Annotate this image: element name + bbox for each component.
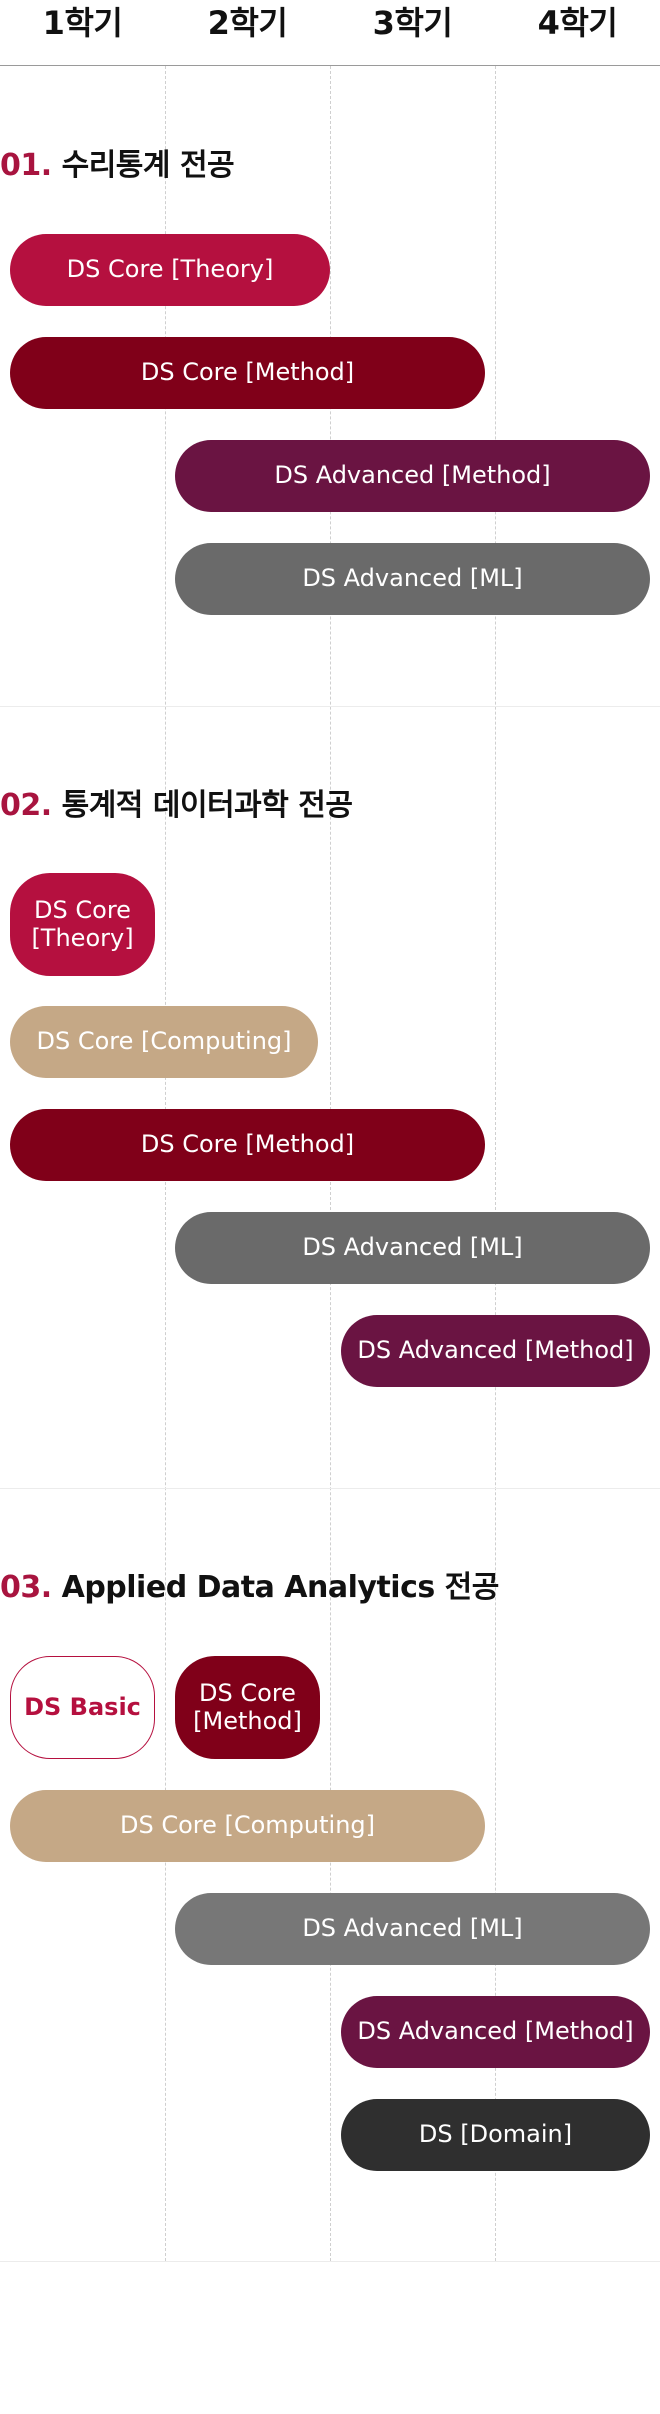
semester-1-label: 1학기 bbox=[42, 4, 123, 42]
section-divider bbox=[0, 706, 660, 707]
semester-4-label: 4학기 bbox=[537, 4, 618, 42]
section-1-number: 01. bbox=[0, 148, 52, 183]
course-ds-core-method[interactable]: DS Core [Method] bbox=[10, 1109, 485, 1181]
course-ds-advanced-method[interactable]: DS Advanced [Method] bbox=[175, 440, 650, 512]
section-divider bbox=[0, 2261, 660, 2262]
course-ds-advanced-method[interactable]: DS Advanced [Method] bbox=[341, 1996, 650, 2068]
course-ds-core-computing[interactable]: DS Core [Computing] bbox=[10, 1006, 318, 1078]
section-2-name: 통계적 데이터과학 전공 bbox=[61, 788, 353, 823]
course-ds-core-theory[interactable]: DS Core [Theory] bbox=[10, 873, 155, 976]
semester-2-label: 2학기 bbox=[207, 4, 288, 42]
section-3-number: 03. bbox=[0, 1570, 52, 1605]
course-ds-domain[interactable]: DS [Domain] bbox=[341, 2099, 650, 2171]
course-ds-advanced-method[interactable]: DS Advanced [Method] bbox=[341, 1315, 650, 1387]
course-ds-core-computing[interactable]: DS Core [Computing] bbox=[10, 1790, 485, 1862]
section-divider bbox=[0, 1488, 660, 1489]
semester-3-label: 3학기 bbox=[372, 4, 453, 42]
course-ds-core-method[interactable]: DS Core [Method] bbox=[175, 1656, 320, 1759]
course-ds-advanced-ml[interactable]: DS Advanced [ML] bbox=[175, 1212, 650, 1284]
section-2-title: 02. 통계적 데이터과학 전공 bbox=[0, 780, 353, 824]
course-ds-advanced-ml[interactable]: DS Advanced [ML] bbox=[175, 543, 650, 615]
course-ds-core-method[interactable]: DS Core [Method] bbox=[10, 337, 485, 409]
section-3-name: Applied Data Analytics 전공 bbox=[61, 1570, 500, 1605]
section-1-title: 01. 수리통계 전공 bbox=[0, 140, 235, 184]
course-ds-core-theory[interactable]: DS Core [Theory] bbox=[10, 234, 330, 306]
section-2-number: 02. bbox=[0, 788, 52, 823]
course-ds-advanced-ml[interactable]: DS Advanced [ML] bbox=[175, 1893, 650, 1965]
course-ds-basic[interactable]: DS Basic bbox=[10, 1656, 155, 1759]
semester-header: 1학기 2학기 3학기 4학기 bbox=[0, 0, 660, 66]
section-1-name: 수리통계 전공 bbox=[61, 148, 235, 183]
section-3-title: 03. Applied Data Analytics 전공 bbox=[0, 1562, 499, 1606]
grid-line-3 bbox=[495, 66, 496, 2261]
